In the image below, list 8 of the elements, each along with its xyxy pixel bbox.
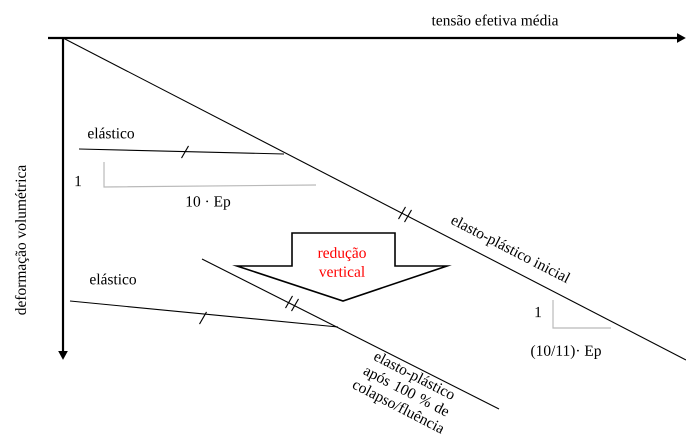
curve-label: elástico — [90, 274, 136, 284]
curve-label: 1 — [76, 176, 81, 186]
axis-label: tensão efetiva média — [432, 14, 558, 26]
curve-label: 1 — [536, 306, 541, 318]
axis-label: deformação volumétrica — [14, 164, 30, 315]
curve-label: (10/11)· Ep — [531, 344, 601, 359]
curve-label: elástico — [88, 128, 134, 138]
curve-label: 10 · Ep — [186, 196, 230, 210]
